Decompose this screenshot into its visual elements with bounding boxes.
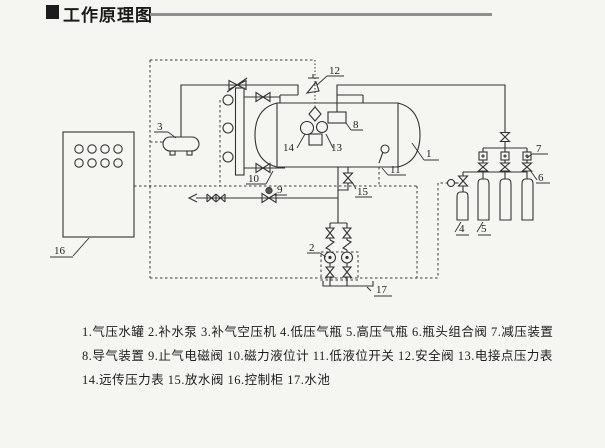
control-cabinet <box>50 131 135 258</box>
part-label-3: 3 <box>157 121 163 133</box>
page-title: 工作原理图 <box>63 6 153 25</box>
high-pressure-cylinders <box>476 178 534 236</box>
low-level-switch <box>378 144 406 176</box>
legend-line: 1.气压水罐 2.补水泵 3.补气空压机 4.低压气瓶 5.高压气瓶 6.瓶头组… <box>82 325 554 339</box>
part-label-17: 17 <box>376 284 388 296</box>
part-label-16: 16 <box>54 245 66 257</box>
pump-group-dashed-box <box>320 251 359 281</box>
level-gauge <box>222 87 285 185</box>
control-wiring <box>134 59 448 281</box>
feed-pumps <box>307 222 354 286</box>
part-label-13: 13 <box>331 142 343 154</box>
header: 工作原理图 <box>0 0 605 30</box>
low-pressure-cylinder <box>446 172 469 236</box>
cylinder-manifold <box>463 147 550 184</box>
part-label-2: 2 <box>309 242 315 254</box>
pressure-tank <box>254 102 439 168</box>
air-compressor <box>154 77 299 156</box>
part-label-7: 7 <box>536 143 542 155</box>
part-label-14: 14 <box>283 142 295 154</box>
legend-line: 8.导气装置 9.止气电磁阀 10.磁力液位计 11.低液位开关 12.安全阀 … <box>82 349 553 363</box>
legend-line: 14.远传压力表 15.放水阀 16.控制柜 17.水池 <box>82 373 331 387</box>
part-label-11: 11 <box>390 164 401 176</box>
water-pool <box>322 281 392 297</box>
part-label-5: 5 <box>481 223 487 235</box>
part-label-1: 1 <box>426 148 432 160</box>
part-label-12: 12 <box>329 65 340 77</box>
legend: 1.气压水罐 2.补水泵 3.补气空压机 4.低压气瓶 5.高压气瓶 6.瓶头组… <box>82 320 562 392</box>
part-label-9: 9 <box>277 184 283 196</box>
part-label-4: 4 <box>459 223 465 235</box>
safety-valve <box>305 74 344 94</box>
part-label-10: 10 <box>248 173 260 185</box>
part-label-8: 8 <box>353 119 359 131</box>
part-label-6: 6 <box>538 172 544 184</box>
title-bullet-icon <box>46 5 59 19</box>
pressure-gauges <box>296 106 334 149</box>
outlet-piping <box>187 167 372 223</box>
title-rule <box>150 13 492 16</box>
air-guide-device <box>327 84 511 148</box>
part-label-15: 15 <box>357 186 369 198</box>
